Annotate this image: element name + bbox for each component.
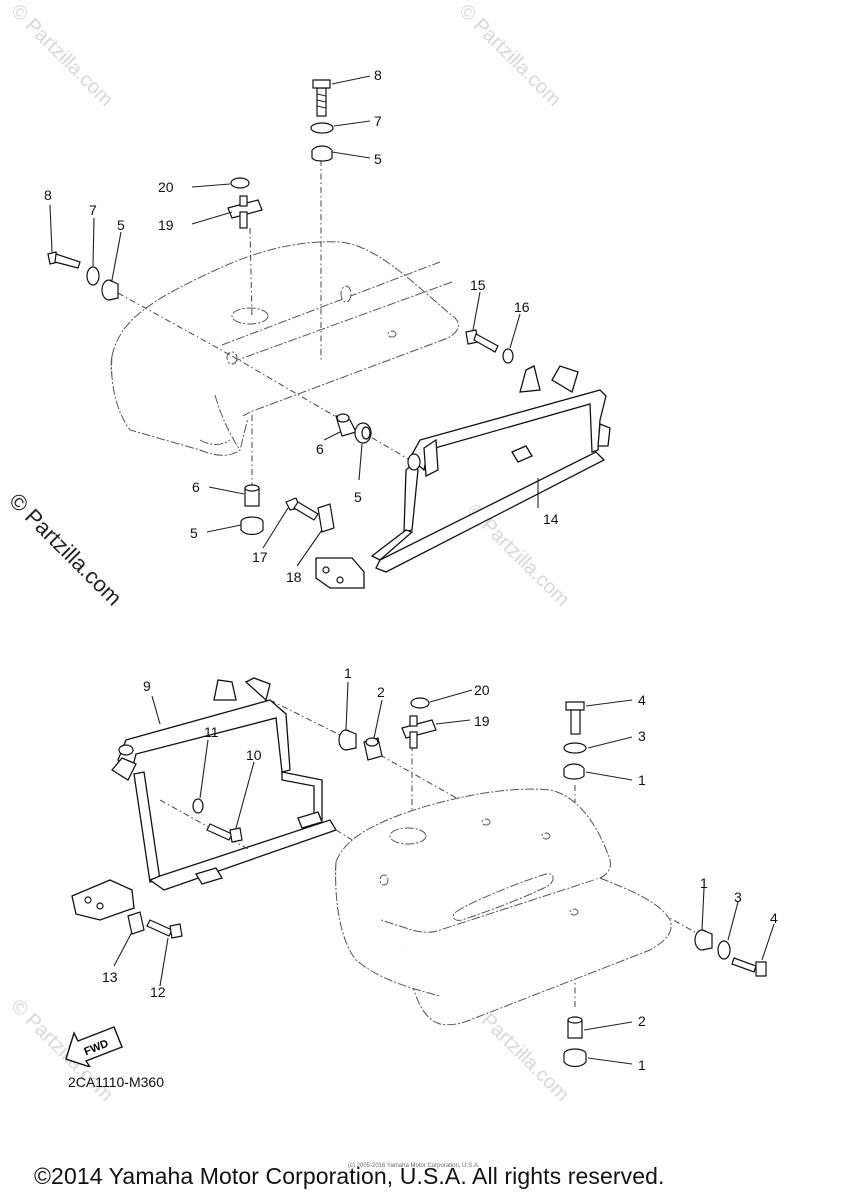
callout-number: 3 xyxy=(734,889,742,905)
callout-number: 14 xyxy=(543,511,559,527)
washer-16 xyxy=(502,348,514,364)
saddlebag-outline-bottom xyxy=(335,788,672,1026)
callout-number: 8 xyxy=(374,67,382,83)
callout-number: 1 xyxy=(344,665,352,681)
washer-7-left xyxy=(86,266,100,286)
saddlebag-outline-top xyxy=(110,241,459,456)
washer-3-right xyxy=(717,940,731,960)
washer-7-top xyxy=(310,122,334,134)
bolt-15 xyxy=(465,329,499,353)
washer-3-top xyxy=(563,742,587,754)
callout-number: 20 xyxy=(474,682,490,698)
callout-number: 4 xyxy=(638,692,646,708)
callout-number: 2 xyxy=(377,684,385,700)
stay-frame-9 xyxy=(71,677,337,921)
callout-number: 7 xyxy=(374,113,382,129)
callout-number: 1 xyxy=(638,772,646,788)
collar-6-low xyxy=(244,484,260,507)
grommet-5-top xyxy=(311,145,333,162)
callout-number: 10 xyxy=(246,747,262,763)
callout-number: 3 xyxy=(638,728,646,744)
grommet-1-left xyxy=(338,729,357,751)
callout-number: 5 xyxy=(190,525,198,541)
collar-2-left xyxy=(363,737,383,761)
callout-number: 5 xyxy=(117,217,125,233)
callout-number: 19 xyxy=(474,713,490,729)
callout-number: 2 xyxy=(638,1013,646,1029)
callout-number: 6 xyxy=(316,441,324,457)
callout-number: 7 xyxy=(89,202,97,218)
callout-number: 1 xyxy=(700,875,708,891)
fitting-19-top xyxy=(227,195,263,229)
copyright-notice: ©2014 Yamaha Motor Corporation, U.S.A. A… xyxy=(34,1163,665,1189)
bolt-17 xyxy=(285,497,319,521)
grommet-1-top xyxy=(563,763,585,780)
bolt-4-right xyxy=(731,957,767,977)
grommet-1-right xyxy=(694,929,713,951)
bolt-8-top xyxy=(312,79,331,117)
callout-number: 13 xyxy=(102,969,118,985)
bolt-12 xyxy=(146,919,183,939)
bolt-8-left xyxy=(47,251,81,269)
callout-number: 8 xyxy=(44,187,52,203)
tiny-notice: (c) 2005-2016 Yamaha Motor Corporation, … xyxy=(348,1163,480,1169)
plate-13 xyxy=(127,911,145,935)
callout-number: 12 xyxy=(150,984,166,1000)
leader-lines xyxy=(49,75,775,1065)
callout-number: 1 xyxy=(638,1057,646,1073)
callout-number: 20 xyxy=(158,179,174,195)
o-ring-20-bottom xyxy=(410,697,430,709)
grommet-1-bottom xyxy=(563,1048,587,1068)
callout-number: 19 xyxy=(158,217,174,233)
plate-18 xyxy=(317,503,335,533)
callout-number: 5 xyxy=(354,489,362,505)
callout-number: 17 xyxy=(252,549,268,565)
grommet-5-left xyxy=(101,279,119,301)
callout-number: 9 xyxy=(143,678,151,694)
o-ring-20-top xyxy=(230,177,250,189)
collar-2-bottom xyxy=(567,1016,583,1039)
callout-number: 11 xyxy=(204,724,219,740)
callout-number: 16 xyxy=(514,299,530,315)
callout-number: 5 xyxy=(374,151,382,167)
bolt-4-top xyxy=(565,701,585,735)
stay-frame-14 xyxy=(315,365,611,589)
fitting-19-bottom xyxy=(401,715,437,749)
grommet-5-mid xyxy=(354,422,372,444)
callout-number: 4 xyxy=(770,910,778,926)
callout-number: 15 xyxy=(470,277,486,293)
grommet-5-low xyxy=(240,516,264,536)
callout-number: 18 xyxy=(286,569,302,585)
callout-number: 6 xyxy=(192,479,200,495)
fwd-arrow-icon: FWD xyxy=(65,1026,123,1067)
washer-11 xyxy=(192,798,204,814)
catalog-code: 2CA1110-M360 xyxy=(68,1074,164,1090)
bolt-10 xyxy=(206,823,243,843)
